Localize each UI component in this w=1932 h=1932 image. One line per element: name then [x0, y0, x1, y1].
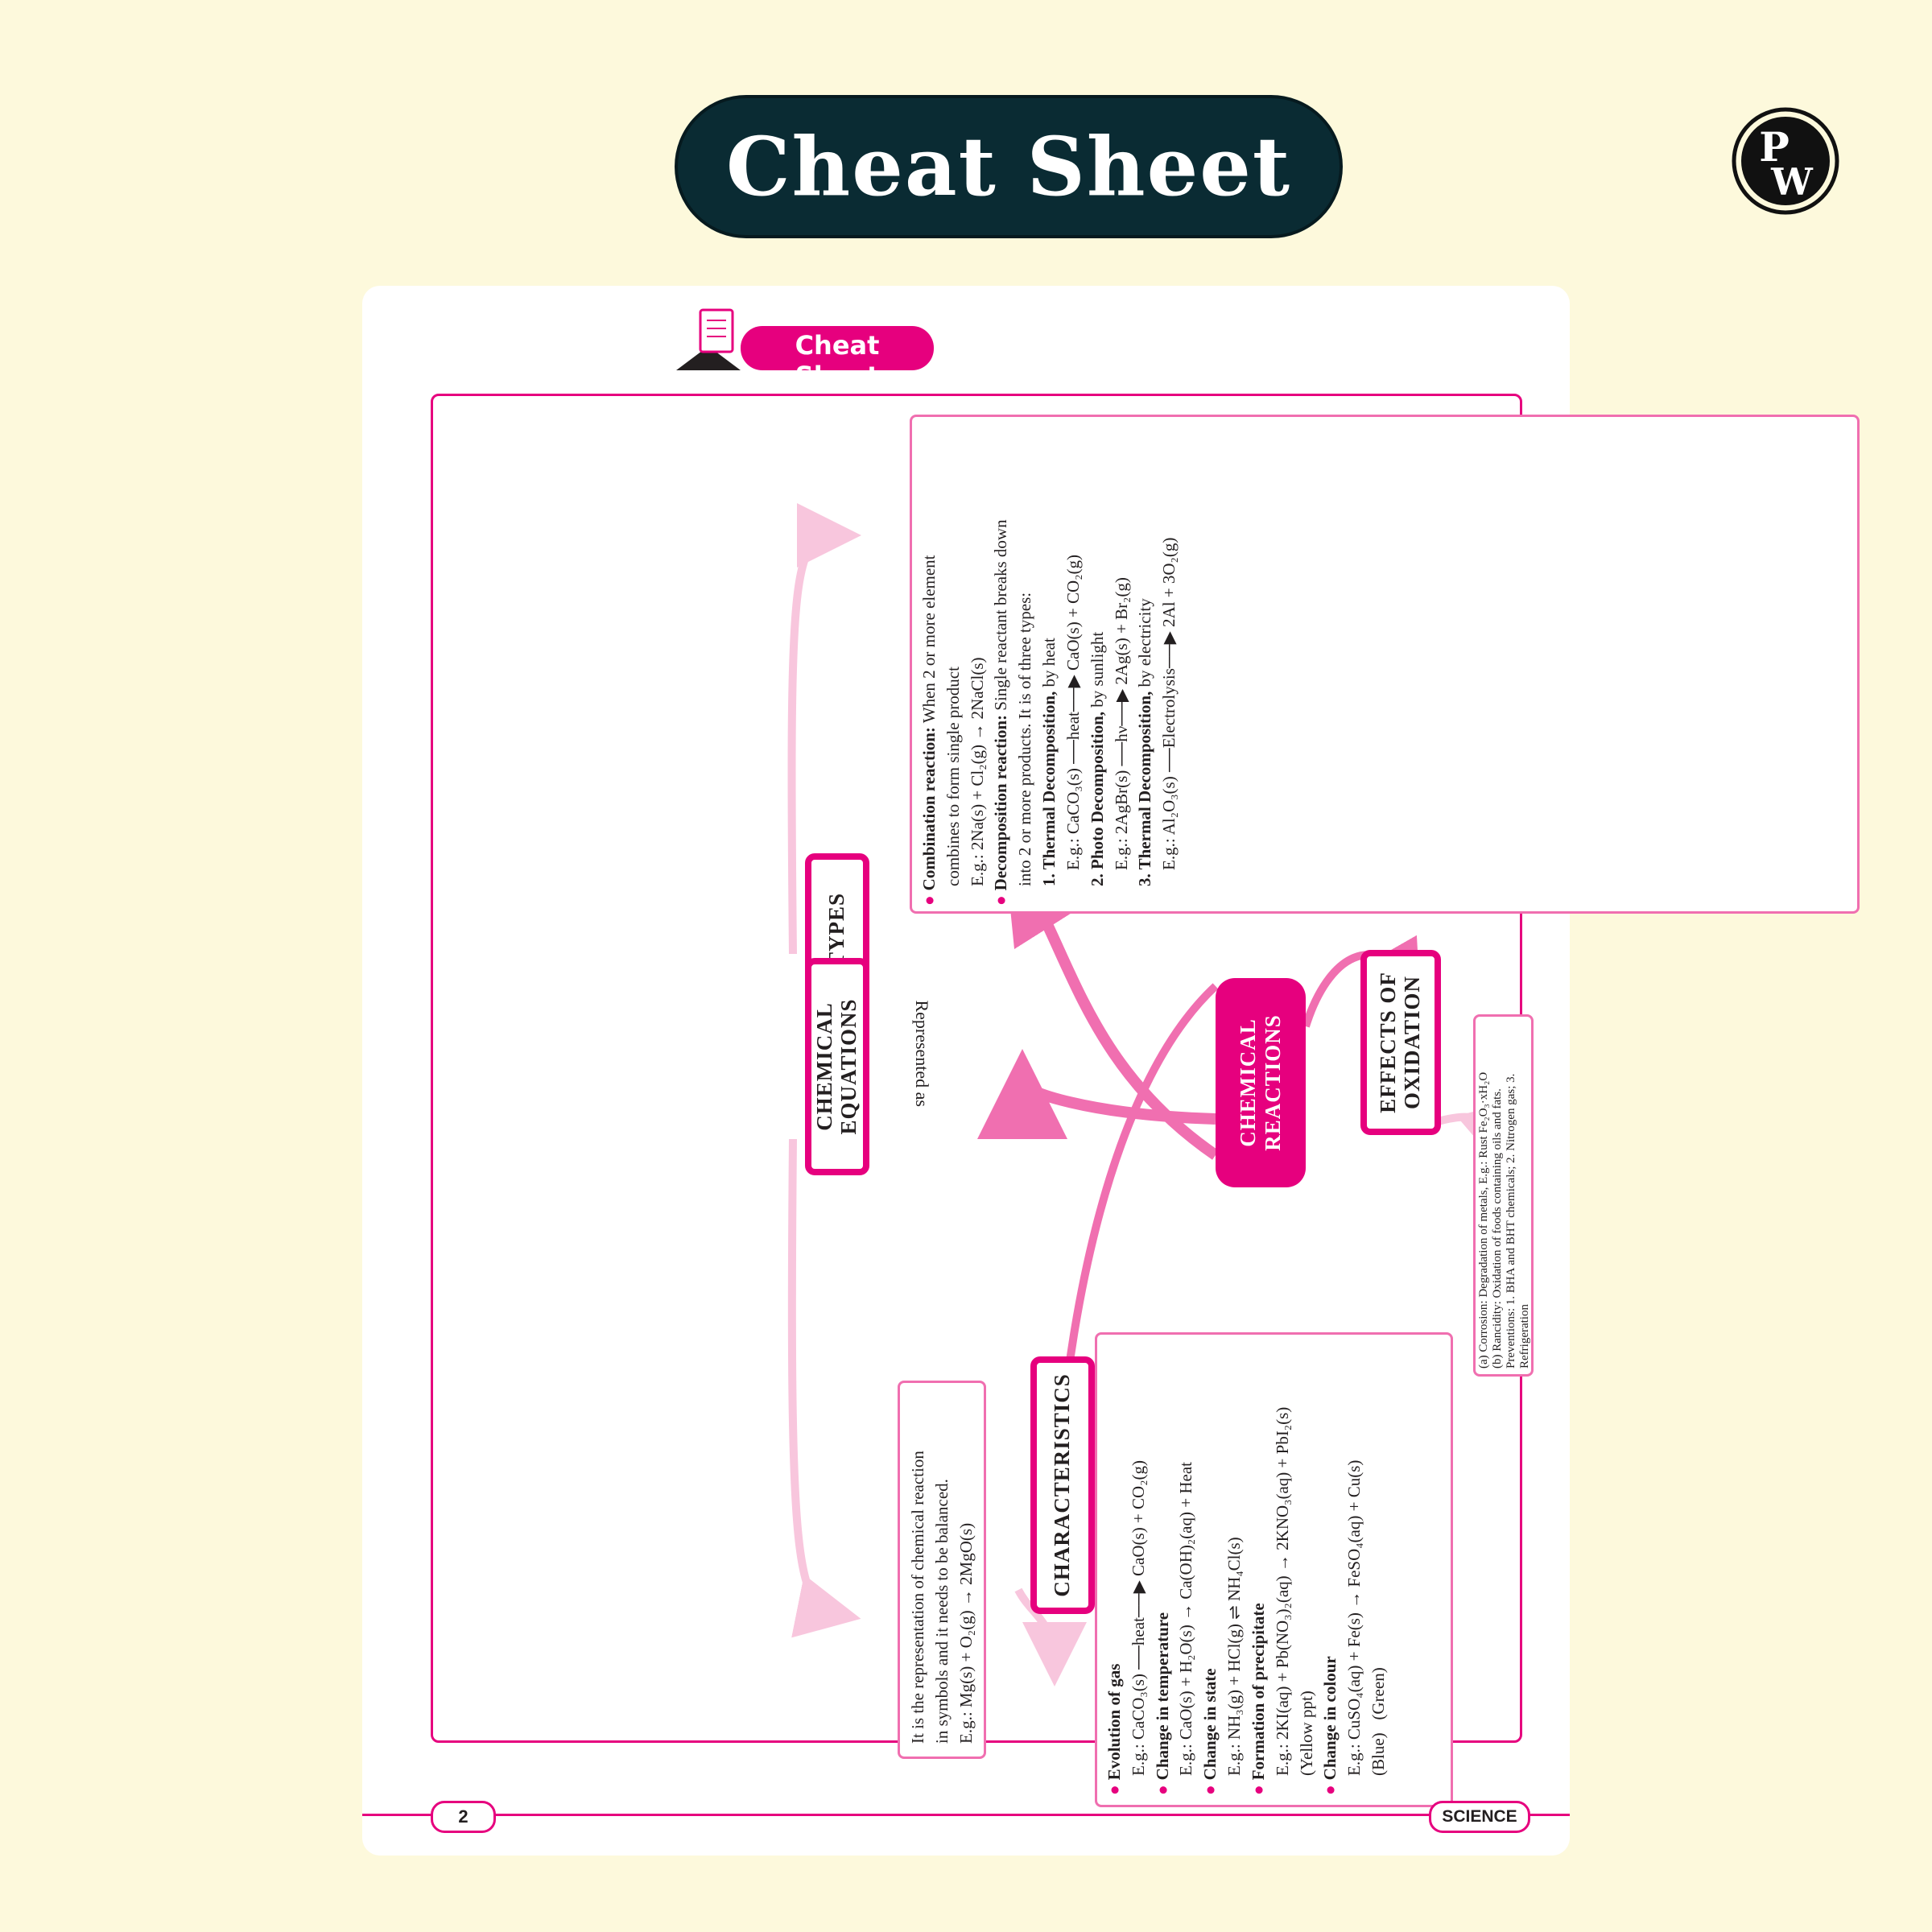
colour-eg: E.g.: CuSO₄(aq) + Fe(s) → FeSO₄(aq) + Cu… — [1344, 1459, 1364, 1776]
cheat-sheet-banner: Cheat Sheet — [675, 95, 1343, 238]
gas-head: Evolution of gas — [1104, 1663, 1124, 1781]
header-tag: Cheat Sheet — [795, 330, 880, 391]
characteristics-node: CHARACTERISTICS — [1030, 1356, 1095, 1614]
temp-head: Change in temperature — [1152, 1612, 1172, 1781]
effects-text: (a) Corrosion: Degradation of metals, E.… — [1477, 1071, 1531, 1368]
ppt-note: (Yellow ppt) — [1296, 1690, 1316, 1776]
logo-w: W — [1770, 160, 1814, 204]
corrosion-head: (a) Corrosion: — [1477, 1300, 1490, 1368]
logo-p: P — [1759, 123, 1790, 171]
cheat-sheet-page: CHEMICAL REACTIONS TYPES CHEMICAL EQUATI… — [362, 286, 1860, 1856]
photo-eg: E.g.: 2AgBr(s) ──hν──▶ 2Ag(s) + Br₂(g) — [1111, 577, 1131, 870]
clipboard-icon — [676, 308, 934, 370]
colour-blue: (Blue) — [1368, 1732, 1388, 1776]
preventions-head: Preventions — [1505, 1311, 1517, 1368]
rancidity-text-2: containing oils and fats. — [1491, 1088, 1504, 1204]
temp-eg: E.g.: CaO(s) + H₂O(s) → Ca(OH)₂(aq) + He… — [1176, 1462, 1196, 1776]
rancidity-head: (b) Rancidity: — [1491, 1301, 1504, 1368]
corrosion-text: Degradation of metals, — [1477, 1187, 1490, 1298]
state-eg: E.g.: NH₃(g) + HCl(g) ⇌ NH₄Cl(s) — [1224, 1537, 1245, 1776]
represented-as-label: Represented as — [912, 1000, 933, 1107]
state-head: Change in state — [1200, 1668, 1220, 1781]
chemical-equations-node: CHEMICAL EQUATIONS — [805, 958, 869, 1175]
gas-eg: E.g.: CaCO₃(s) ──heat──▶ CaO(s) + CO₂(g) — [1128, 1459, 1148, 1776]
banner-title: Cheat Sheet — [725, 119, 1292, 214]
electro-text: by electricity — [1135, 598, 1155, 687]
thermal-head: 1. Thermal Decomposition, — [1039, 691, 1059, 886]
colour-green: (Green) — [1368, 1667, 1388, 1720]
header-tag-area: Cheat Sheet — [676, 306, 934, 391]
ppt-eg: E.g.: 2KI(aq) + Pb(NO₃)₂(aq) → 2KNO₃(aq)… — [1272, 1406, 1292, 1776]
prevention-item: 2. Nitrogen gas — [1505, 1088, 1517, 1163]
decomposition-head: Decomposition reaction: — [991, 714, 1011, 891]
equations-eg: E.g.: Mg(s) + O₂(g) → 2MgO(s) — [956, 1522, 976, 1744]
equations-box: It is the representation of chemical rea… — [898, 1381, 986, 1759]
chemical-reactions-node: CHEMICAL REACTIONS — [1216, 978, 1306, 1187]
equations-line-1: It is the representation of chemical rea… — [908, 1451, 927, 1744]
equations-line-2: in symbols and it needs to be balanced. — [931, 1479, 952, 1744]
photo-head: 2. Photo Decomposition, — [1087, 712, 1107, 886]
subject-label: SCIENCE — [1429, 1801, 1530, 1833]
footer-rule — [362, 1814, 1570, 1816]
decomposition-text-2: into 2 or more products. It is of three … — [1015, 592, 1035, 886]
effects-of-oxidation-node: EFFECTS OF OXIDATION — [1360, 950, 1441, 1135]
characteristics-text: ●Evolution of gas E.g.: CaCO₃(s) ──heat─… — [1103, 1344, 1391, 1795]
rotated-mindmap: CHEMICAL REACTIONS TYPES CHEMICAL EQUATI… — [362, 286, 1860, 1856]
pw-logo: P W — [1732, 107, 1839, 215]
corrosion-eg: E.g.: Rust Fe₂O₃·xH₂O — [1477, 1071, 1490, 1184]
rancidity-text: Oxidation of foods — [1491, 1207, 1504, 1298]
electro-head: 3. Thermal Decomposition, — [1135, 691, 1155, 886]
combination-eg: E.g.: 2Na(s) + Cl₂(g) → 2NaCl(s) — [967, 657, 987, 886]
page-number: 2 — [431, 1801, 496, 1833]
thermal-text: by heat — [1039, 638, 1059, 687]
combination-text: When 2 or more element — [919, 555, 939, 724]
thermal-eg: E.g.: CaCO₃(s) ──heat──▶ CaO(s) + CO₂(g) — [1063, 554, 1083, 870]
prevention-item: 1. BHA and BHT chemicals — [1505, 1169, 1517, 1306]
electro-eg: E.g.: Al₂O₃(s) ──Electrolysis──▶ 2Al + 3… — [1159, 537, 1179, 870]
colour-head: Change in colour — [1320, 1656, 1340, 1781]
combination-head: Combination reaction: — [919, 727, 939, 891]
photo-text: by sunlight — [1087, 631, 1107, 708]
decomposition-text: Single reactant breaks down — [991, 519, 1011, 711]
types-text: ●Combination reaction: When 2 or more el… — [918, 423, 1530, 906]
combination-text-2: combines to form single product — [943, 667, 963, 886]
ppt-head: Formation of precipitate — [1248, 1603, 1268, 1781]
